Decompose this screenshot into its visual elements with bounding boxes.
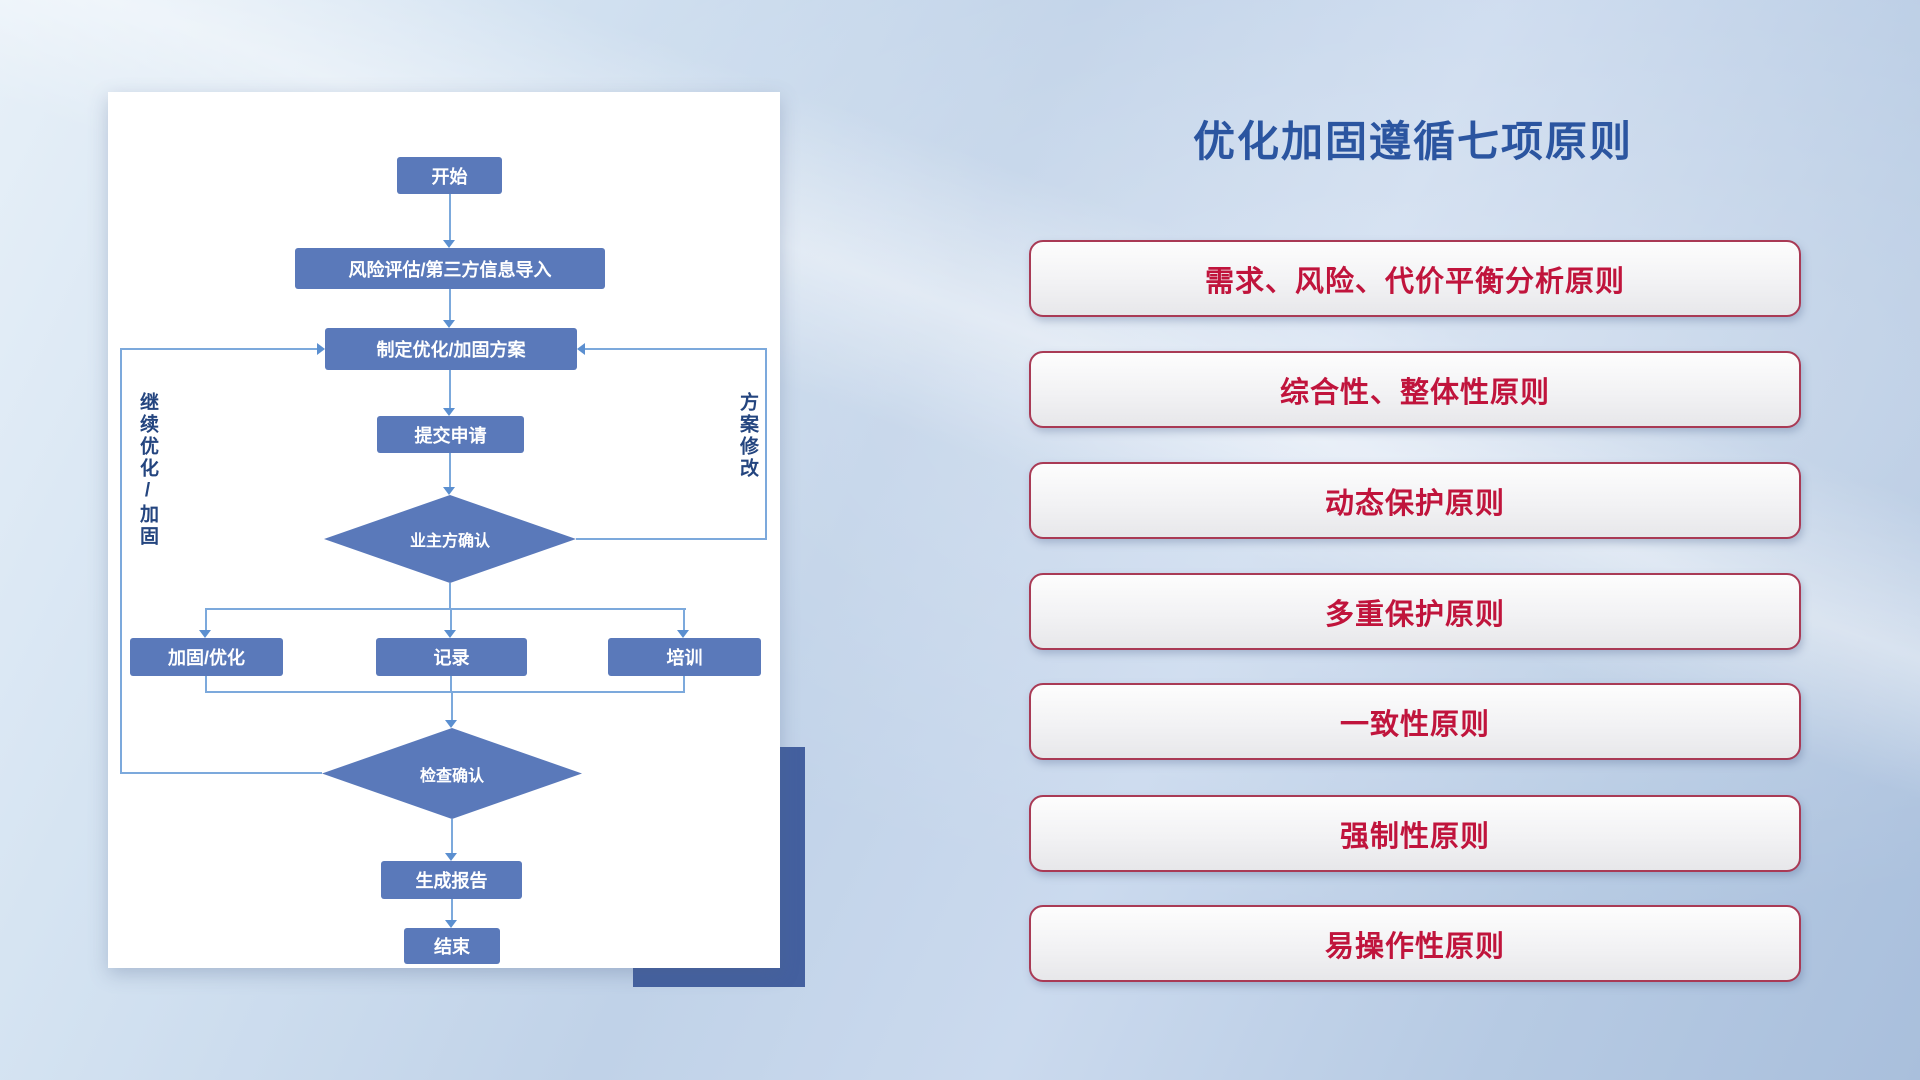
flow-decision-owner-confirm: 业主方确认 <box>324 495 576 583</box>
flow-line <box>120 348 317 350</box>
flowchart-card: 开始 风险评估/第三方信息导入 制定优化/加固方案 提交申请 业主方确认 加固/… <box>108 92 780 968</box>
flow-line <box>449 453 451 488</box>
flow-node-make-plan: 制定优化/加固方案 <box>325 328 577 370</box>
principle-item-comprehensive: 综合性、整体性原则 <box>1029 351 1801 428</box>
page-title: 优化加固遵循七项原则 <box>1192 118 1633 165</box>
flow-line <box>120 772 322 774</box>
arrow-down-icon <box>444 630 456 638</box>
flow-line <box>451 819 453 854</box>
flow-node-record: 记录 <box>376 638 527 676</box>
flow-node-end: 结束 <box>404 928 500 964</box>
flow-line <box>205 691 685 693</box>
principle-item-operability: 易操作性原则 <box>1029 905 1801 982</box>
arrow-down-icon <box>443 408 455 416</box>
flow-line <box>683 609 685 631</box>
arrow-down-icon <box>199 630 211 638</box>
arrow-down-icon <box>443 320 455 328</box>
flow-node-risk-import: 风险评估/第三方信息导入 <box>295 248 605 289</box>
flow-line <box>683 676 685 692</box>
flow-line <box>450 609 452 631</box>
flow-line <box>449 289 451 321</box>
arrow-down-icon <box>445 853 457 861</box>
principle-item-multiple-protection: 多重保护原则 <box>1029 573 1801 650</box>
flow-line <box>576 538 767 540</box>
flow-line <box>205 608 686 610</box>
principle-item-dynamic-protection: 动态保护原则 <box>1029 462 1801 539</box>
principle-item-mandatory: 强制性原则 <box>1029 795 1801 872</box>
flow-line <box>205 609 207 631</box>
arrow-down-icon <box>445 720 457 728</box>
flow-line <box>449 583 451 610</box>
flow-decision-check-confirm: 检查确认 <box>322 728 582 819</box>
arrow-down-icon <box>445 920 457 928</box>
principle-item-consistency: 一致性原则 <box>1029 683 1801 760</box>
arrow-down-icon <box>677 630 689 638</box>
flow-line <box>205 676 207 692</box>
flow-line <box>765 349 767 539</box>
loop-label-continue-optimize: 继续优化/加固 <box>137 392 158 548</box>
arrow-down-icon <box>443 240 455 248</box>
flow-node-submit-request: 提交申请 <box>377 416 524 453</box>
flow-line <box>120 349 122 773</box>
arrow-left-icon <box>577 343 585 355</box>
principle-item-balance-analysis: 需求、风险、代价平衡分析原则 <box>1029 240 1801 317</box>
arrow-down-icon <box>443 487 455 495</box>
flow-line <box>451 692 453 721</box>
flow-line <box>449 370 451 409</box>
flow-node-generate-report: 生成报告 <box>381 861 522 899</box>
flow-line <box>585 348 767 350</box>
flow-line <box>449 194 451 241</box>
flow-node-training: 培训 <box>608 638 761 676</box>
flow-line <box>451 899 453 921</box>
arrow-right-icon <box>317 343 325 355</box>
flow-line <box>450 676 452 692</box>
flow-node-start: 开始 <box>397 157 502 194</box>
loop-label-plan-revision: 方案修改 <box>737 392 758 480</box>
flow-node-harden-optimize: 加固/优化 <box>130 638 283 676</box>
